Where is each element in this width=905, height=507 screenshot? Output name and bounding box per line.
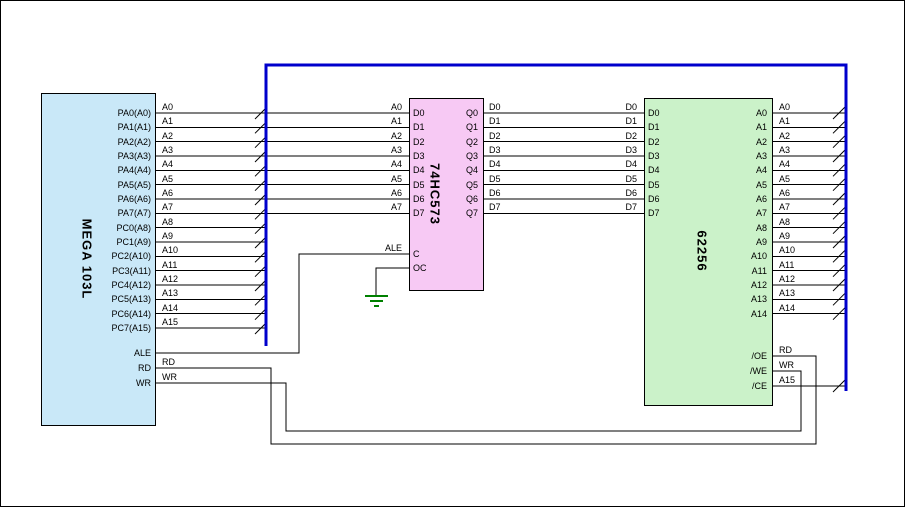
bus-entry-slashes <box>255 107 845 392</box>
ground-icon <box>365 296 388 306</box>
mega103l-title: MEGA 103L <box>80 219 95 300</box>
signal-wires <box>156 113 846 444</box>
74hc573-title: 74HC573 <box>428 163 443 225</box>
62256-title: 62256 <box>695 230 710 271</box>
address-bus <box>266 65 846 391</box>
